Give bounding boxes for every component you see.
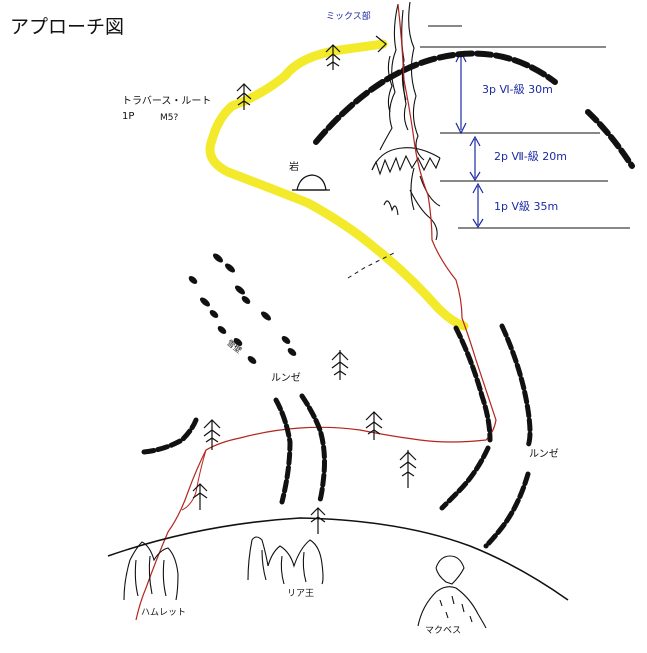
macbeth-label: マクベス — [425, 627, 461, 636]
climb-route-branch — [182, 450, 206, 510]
traverse-pitch-label: 1P — [122, 112, 134, 122]
hamlet-label: ハムレット — [141, 609, 186, 618]
traverse-route-label: トラバース・ルート — [122, 97, 211, 107]
pitch3-label: 3p Ⅵ-級 30m — [482, 84, 553, 95]
macbeth-pinnacle — [418, 556, 486, 628]
traverse-route-line — [210, 44, 464, 326]
hamlet-pinnacle — [124, 542, 178, 600]
gully-right-label: ルンゼ — [529, 450, 559, 460]
traverse-grade-label: M5? — [160, 114, 178, 123]
rock-dome-icon — [292, 175, 330, 190]
king-lear-pinnacle — [248, 537, 323, 584]
king-lear-label: リア王 — [287, 590, 314, 599]
pitch-arrows — [456, 52, 483, 227]
rock-label: 岩 — [289, 163, 299, 173]
upper-ridge — [316, 54, 632, 166]
diagram-title: アプローチ図 — [10, 18, 124, 37]
mixed-section-label: ミックス部 — [326, 13, 371, 22]
pitch1-label: 1p Ⅴ級 35m — [494, 201, 558, 212]
gully-left-label: ルンゼ — [271, 374, 301, 384]
pitch2-label: 2p Ⅶ-級 20m — [494, 151, 567, 162]
gully-lines — [144, 326, 530, 546]
